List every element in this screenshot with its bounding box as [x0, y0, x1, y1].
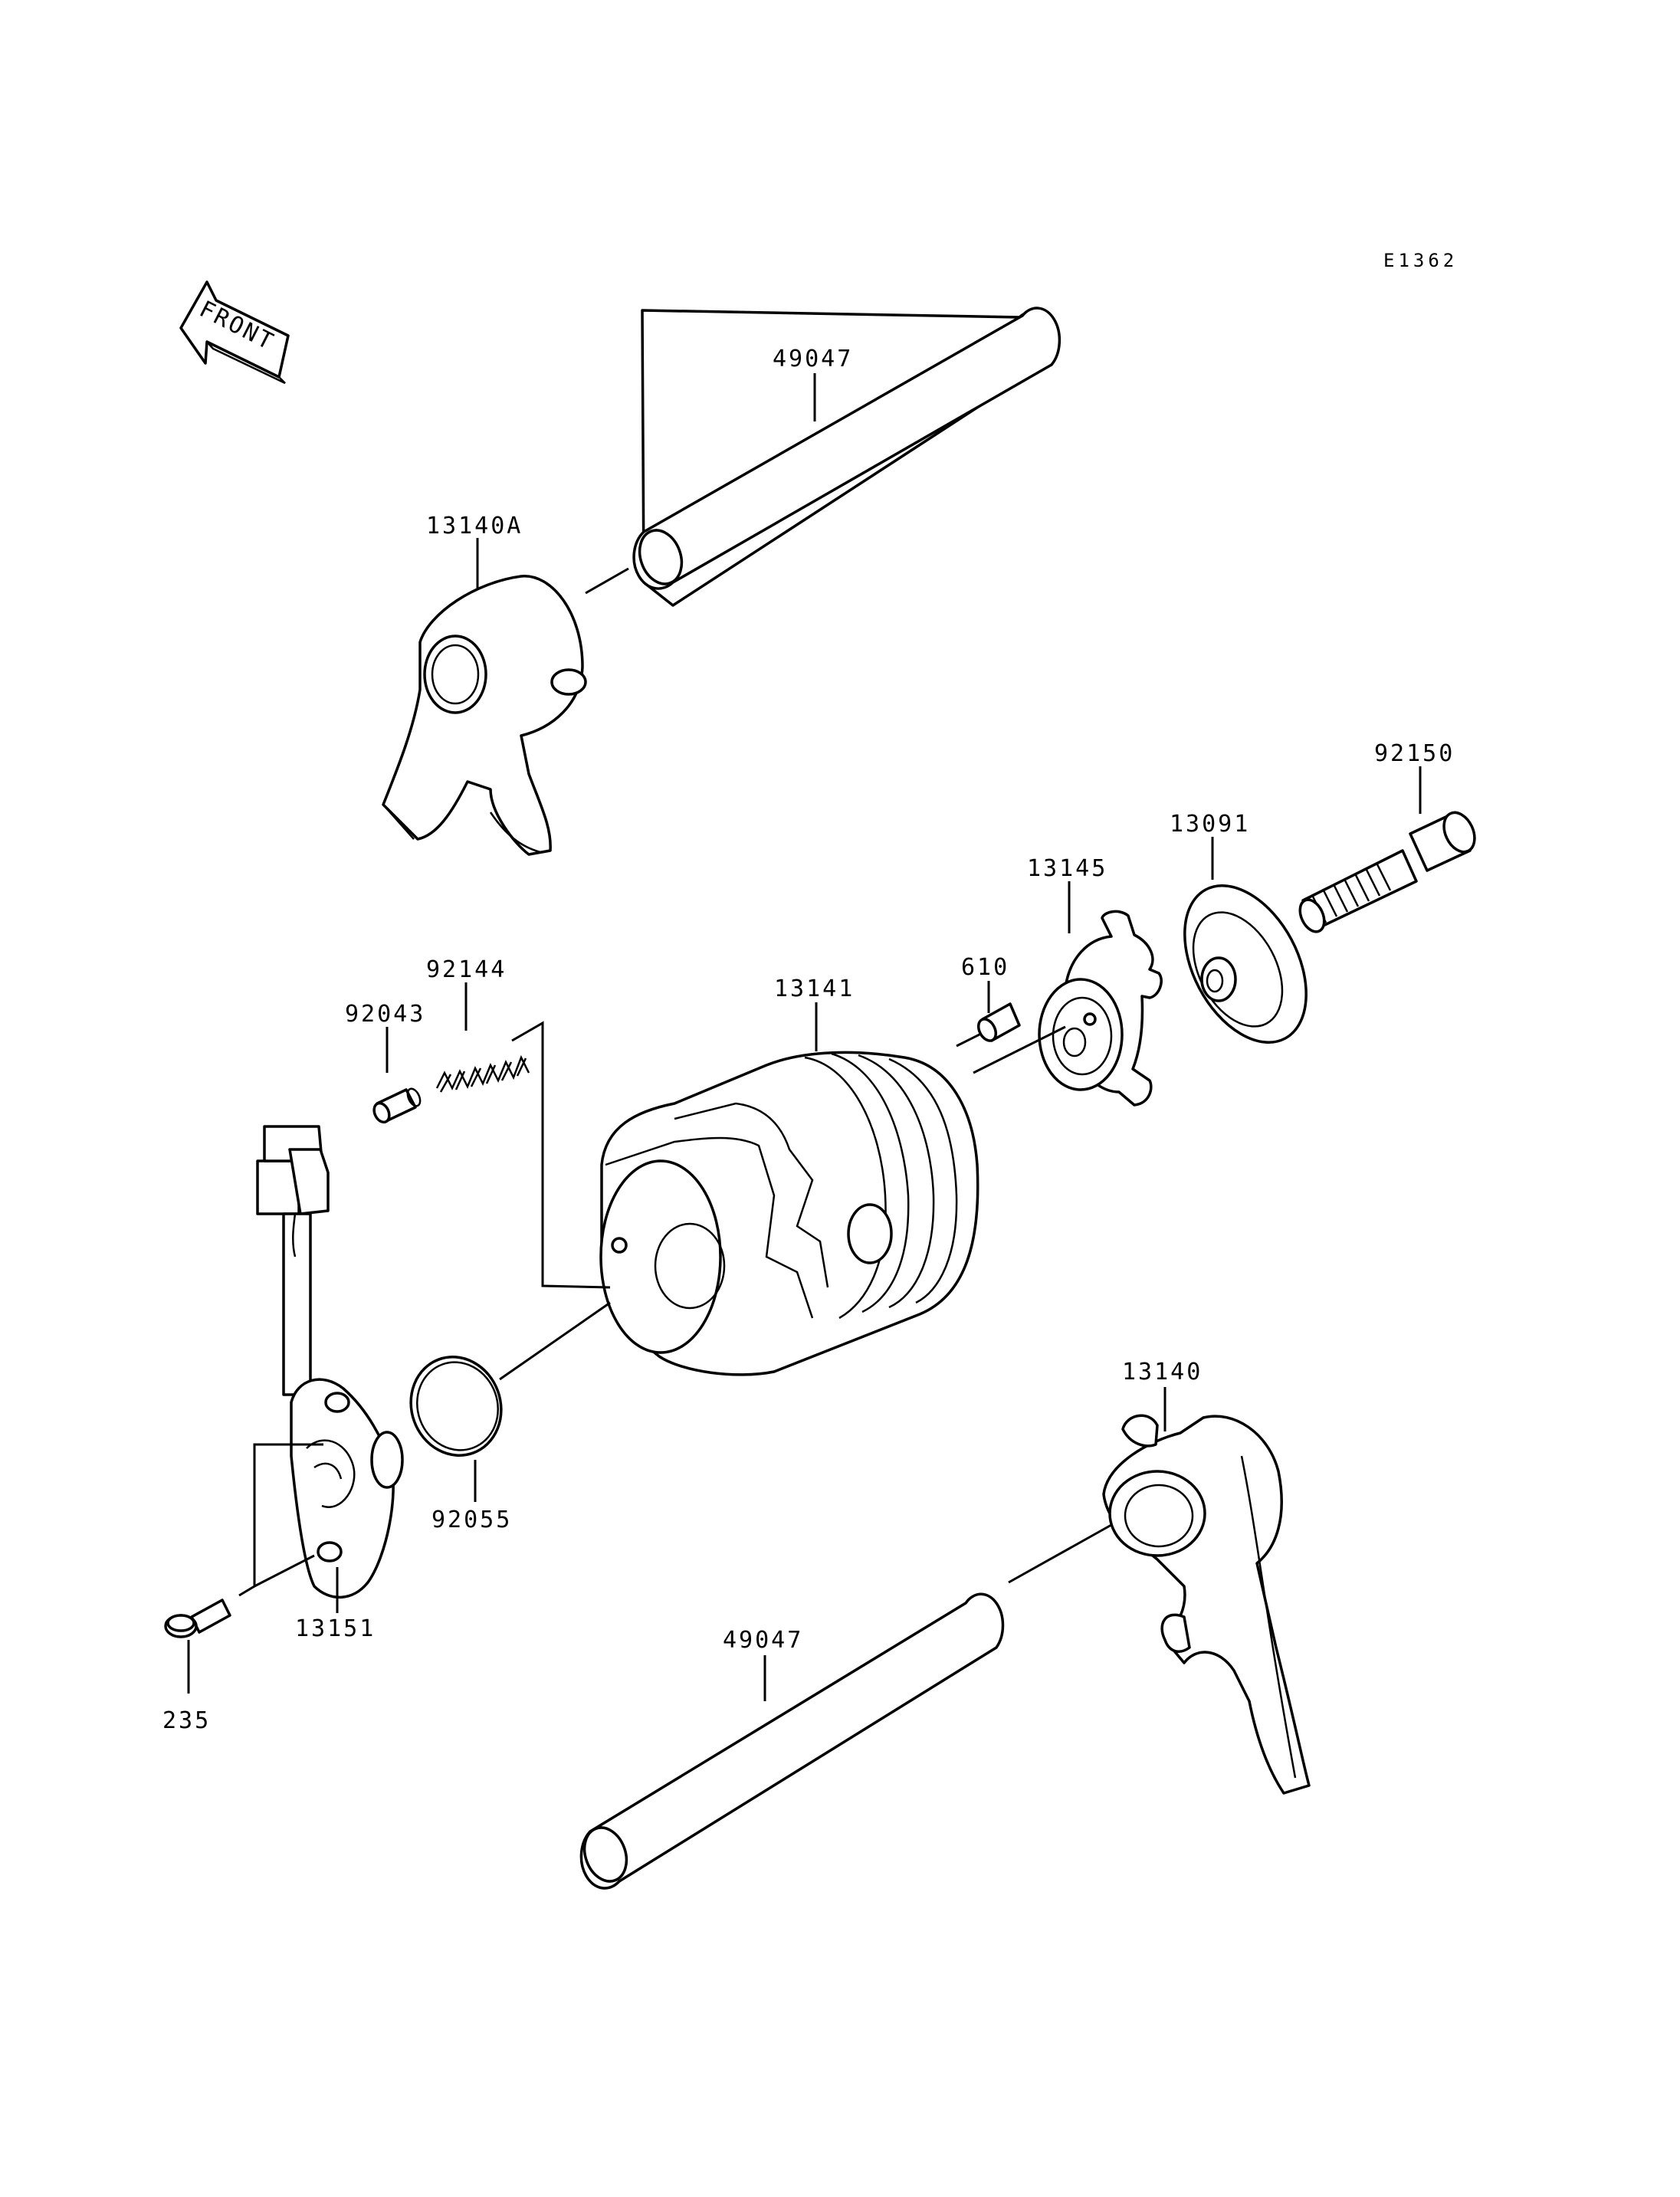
label-610: 610 [961, 954, 1009, 981]
label-92150: 92150 [1374, 740, 1455, 767]
label-235: 235 [162, 1707, 211, 1734]
label-13140a: 13140A [426, 513, 523, 539]
label-13091: 13091 [1170, 811, 1250, 838]
label-92144: 92144 [426, 956, 507, 983]
diagram-code: E1362 [1383, 250, 1458, 271]
position-sensor-13151 [256, 1125, 404, 1599]
washer-13091 [1183, 884, 1308, 1044]
label-13140: 13140 [1122, 1359, 1203, 1385]
label-13141: 13141 [774, 976, 855, 1002]
screw-235 [164, 1599, 231, 1638]
label-49047-bottom: 49047 [723, 1627, 803, 1654]
spring-92144 [435, 1054, 530, 1093]
shift-cam-13145 [1038, 910, 1163, 1107]
label-13145: 13145 [1027, 855, 1107, 882]
o-ring-92055 [409, 1356, 503, 1457]
shift-rod-upper [632, 307, 1061, 607]
label-13151: 13151 [295, 1615, 376, 1642]
shift-drum-13141 [599, 1051, 979, 1376]
label-49047-top: 49047 [773, 346, 853, 372]
bolt-92150 [1298, 811, 1476, 933]
label-92055: 92055 [431, 1507, 512, 1533]
front-arrow-icon: FRONT [179, 280, 290, 385]
label-92043: 92043 [345, 1001, 425, 1028]
shift-rod-lower [579, 1592, 1005, 1890]
shift-fork-13140a [382, 575, 587, 856]
shift-fork-13140 [1102, 1414, 1311, 1795]
pin-92043 [372, 1087, 422, 1124]
pin-610 [976, 1002, 1021, 1042]
